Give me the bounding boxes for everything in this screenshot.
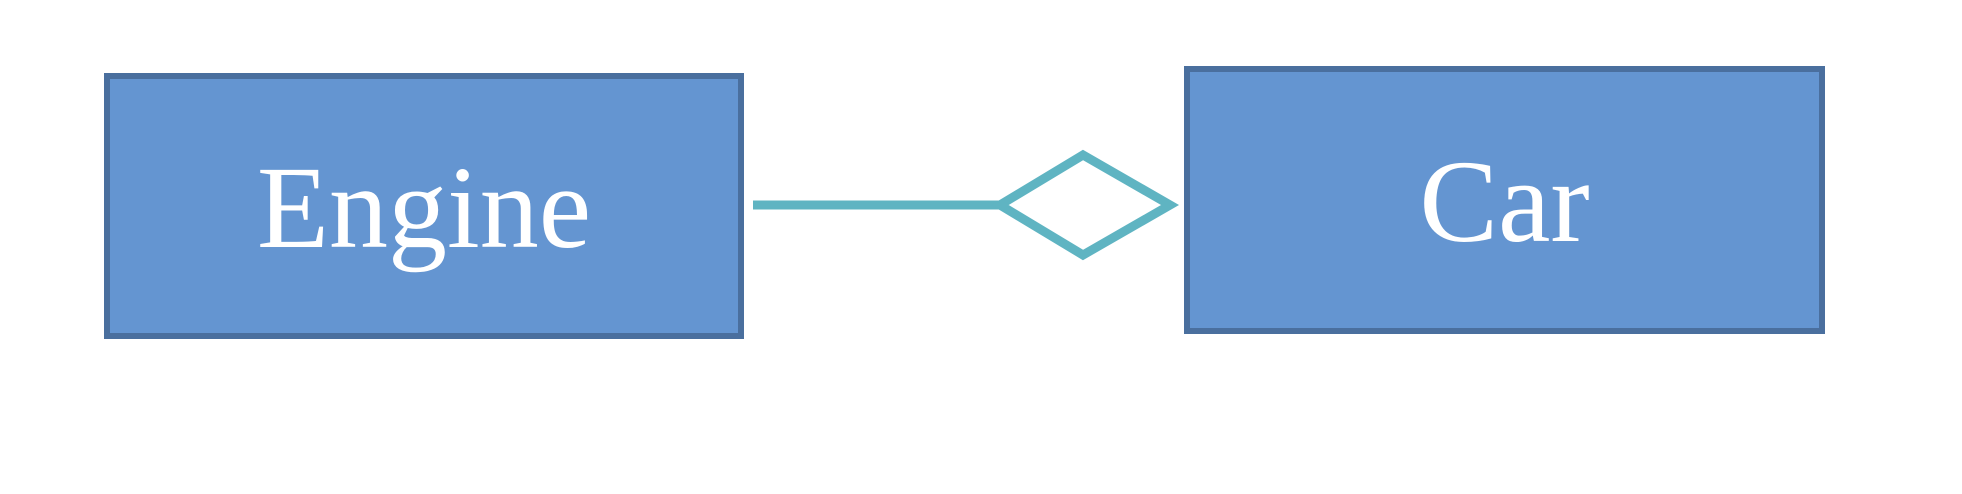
engine-class-label: Engine	[256, 142, 592, 273]
car-class-box: Car	[1184, 66, 1825, 334]
car-class-label: Car	[1419, 136, 1590, 267]
aggregation-diamond-icon	[991, 149, 1180, 261]
engine-class-box: Engine	[104, 73, 744, 339]
